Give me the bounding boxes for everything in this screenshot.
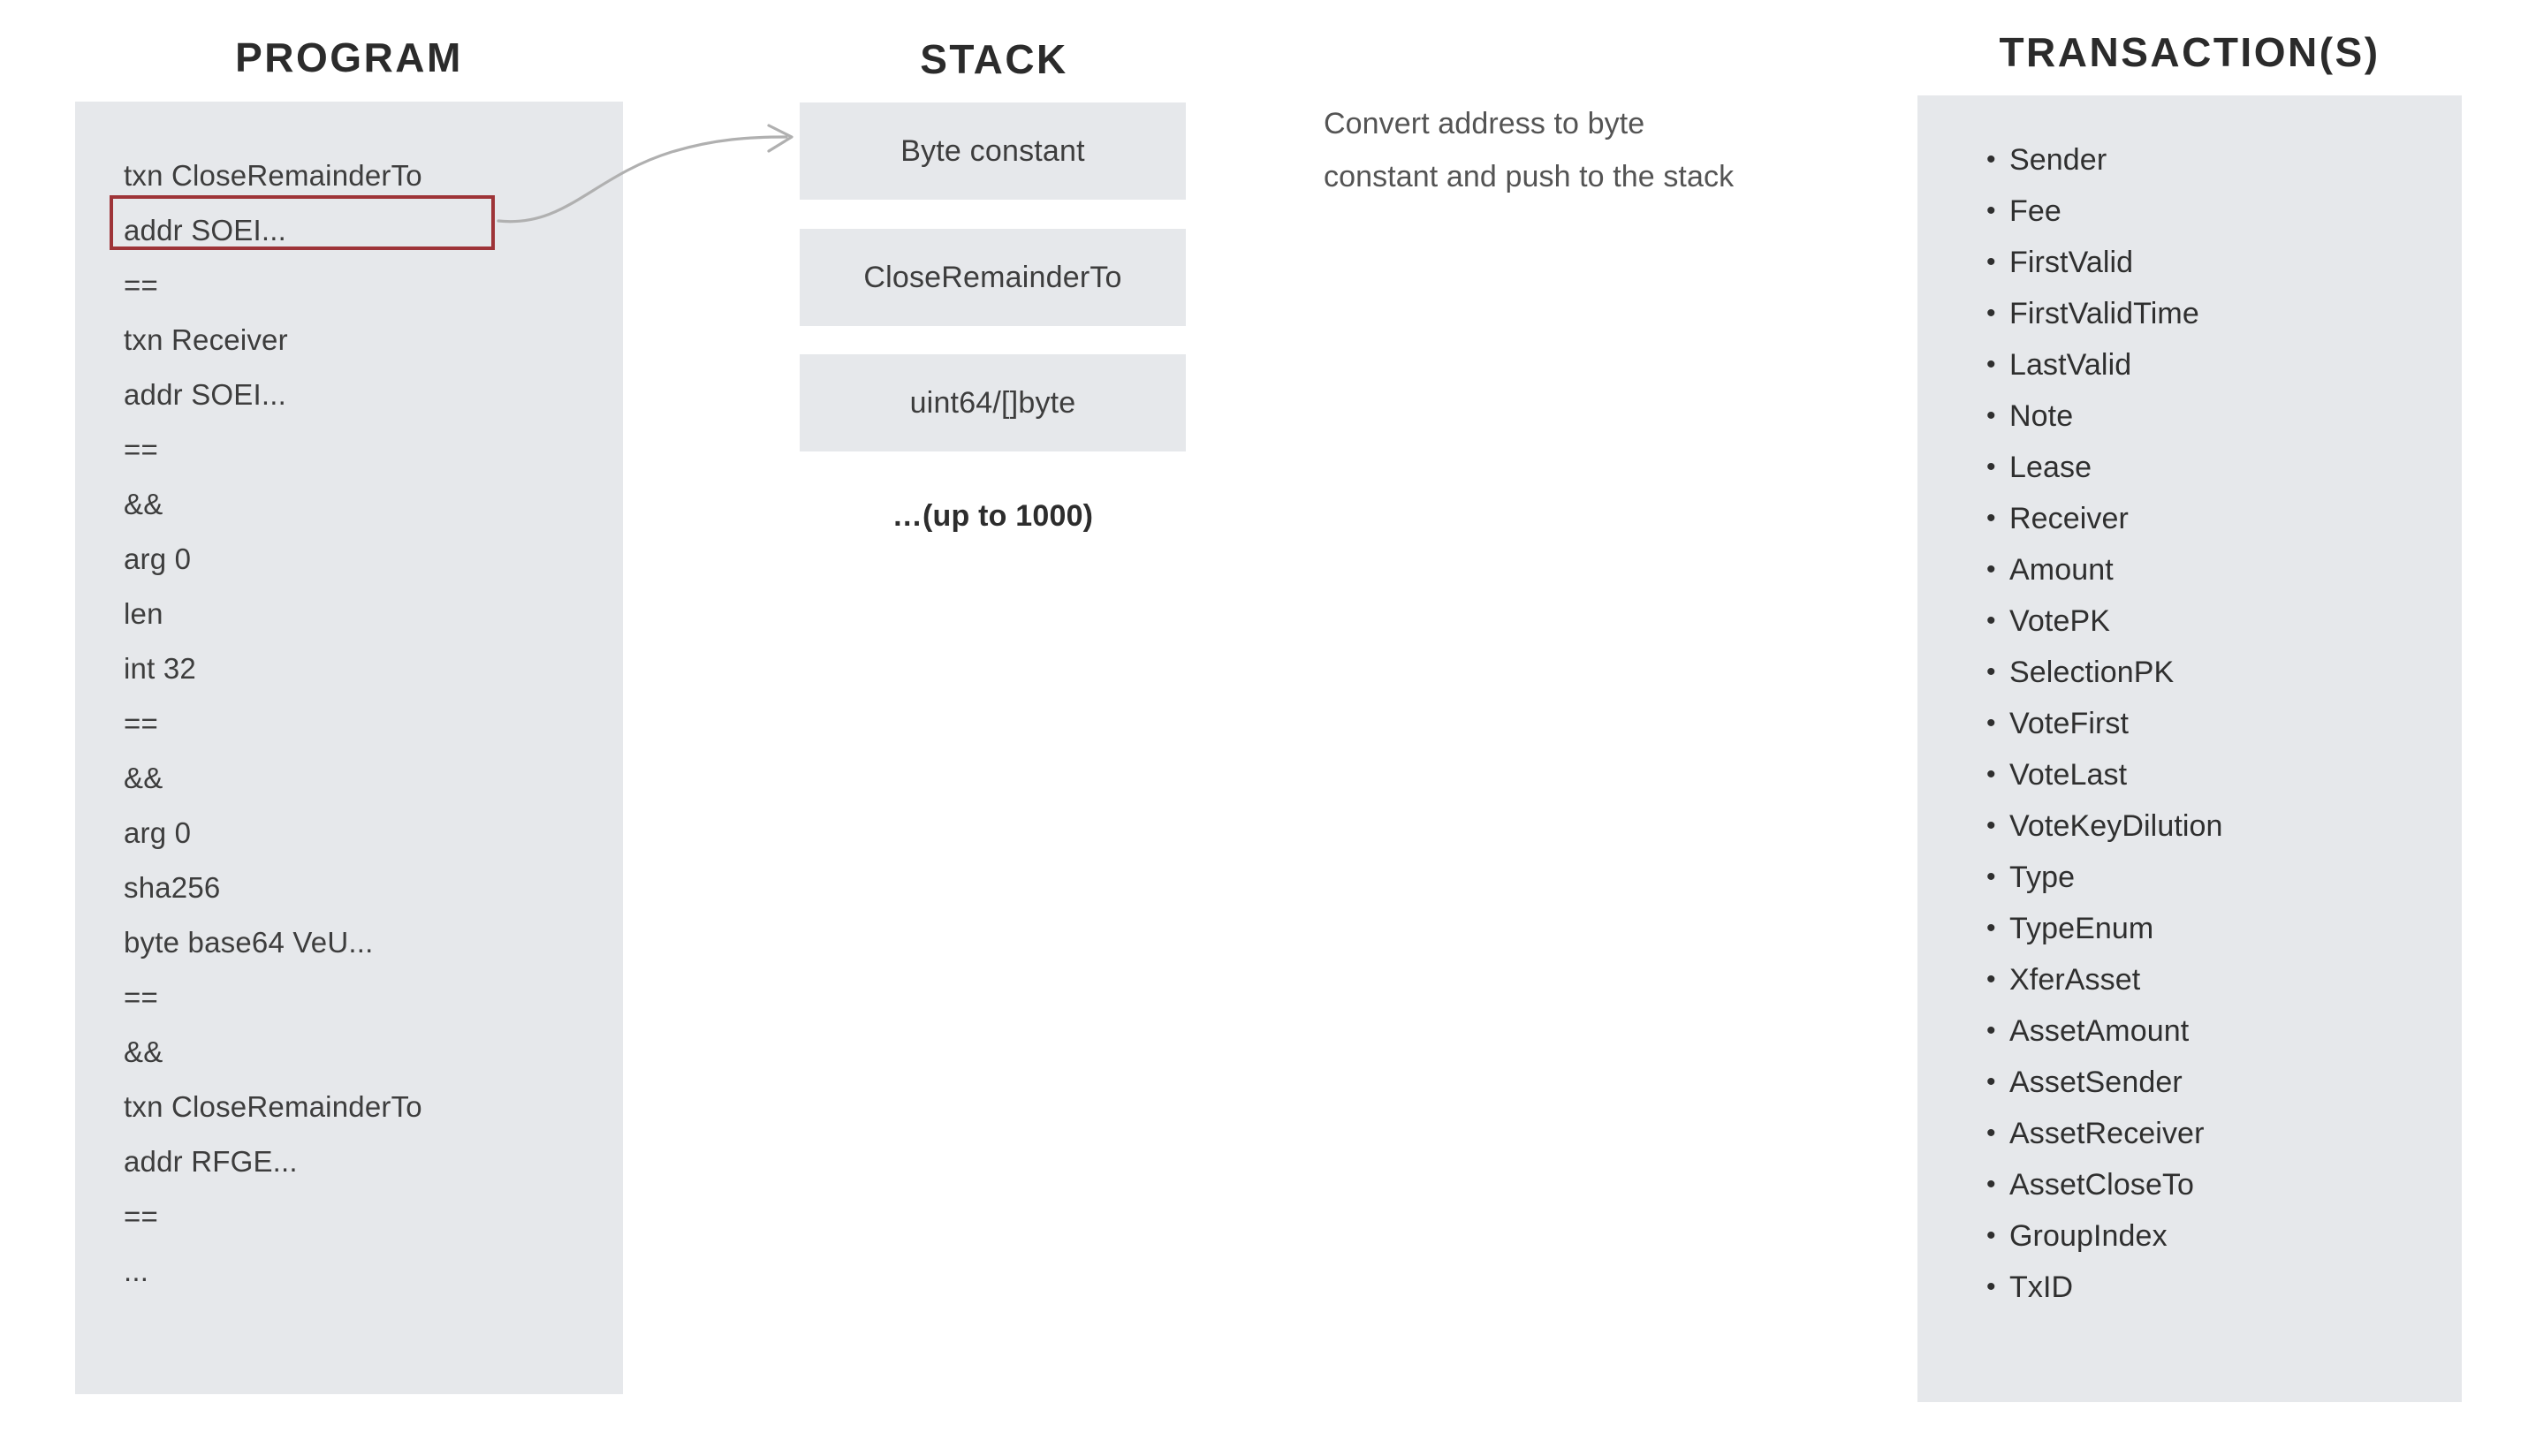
transaction-field: AssetAmount	[1986, 1005, 2446, 1057]
program-line: ==	[124, 269, 158, 301]
transaction-field: Lease	[1986, 442, 2446, 493]
program-line: int 32	[124, 652, 196, 685]
program-instruction-list: txn CloseRemainderTo addr SOEI... == txn…	[124, 148, 619, 1299]
program-line: ==	[124, 433, 158, 466]
stack-item: CloseRemainderTo	[800, 229, 1186, 326]
program-line: byte base64 VeU...	[124, 926, 374, 959]
transaction-field: XferAsset	[1986, 954, 2446, 1005]
transaction-field: VoteFirst	[1986, 698, 2446, 749]
program-line: arg 0	[124, 542, 192, 575]
stack-item-label: Byte constant	[900, 133, 1085, 168]
program-line-highlighted[interactable]: addr SOEI...	[124, 214, 286, 246]
program-line: txn Receiver	[124, 323, 288, 356]
stack-column-heading: STACK	[920, 36, 1068, 82]
transaction-field: VoteLast	[1986, 749, 2446, 800]
transaction-field: Amount	[1986, 544, 2446, 595]
transaction-field: VoteKeyDilution	[1986, 800, 2446, 852]
program-line: txn CloseRemainderTo	[124, 1090, 422, 1123]
transaction-field: Sender	[1986, 134, 2446, 186]
program-line: txn CloseRemainderTo	[124, 159, 422, 192]
transaction-field: TxID	[1986, 1262, 2446, 1313]
transaction-field: FirstValidTime	[1986, 288, 2446, 339]
transaction-field: SelectionPK	[1986, 647, 2446, 698]
program-line: &&	[124, 1035, 163, 1068]
program-line: &&	[124, 488, 163, 520]
program-highlight-box	[110, 195, 495, 250]
annotation-note-line-1: Convert address to byte	[1324, 107, 1645, 140]
transaction-field: FirstValid	[1986, 237, 2446, 288]
program-line: addr SOEI...	[124, 378, 286, 411]
program-panel	[75, 102, 623, 1394]
program-line: sha256	[124, 871, 221, 904]
transactions-column-heading: TRANSACTION(S)	[1999, 29, 2380, 75]
stack-item-label: CloseRemainderTo	[863, 260, 1122, 294]
stack-item: Byte constant	[800, 102, 1186, 200]
program-line: arg 0	[124, 816, 192, 849]
program-column-heading: PROGRAM	[235, 34, 463, 80]
stack-item-label: uint64/[]byte	[909, 385, 1076, 420]
transaction-field: VotePK	[1986, 595, 2446, 647]
program-line: ==	[124, 1200, 158, 1232]
transaction-field-list: Sender Fee FirstValid FirstValidTime Las…	[1986, 134, 2446, 1313]
stack-item: uint64/[]byte	[800, 354, 1186, 451]
transaction-field: GroupIndex	[1986, 1210, 2446, 1262]
program-line: addr RFGE...	[124, 1145, 298, 1178]
transaction-field: AssetCloseTo	[1986, 1159, 2446, 1210]
program-line: &&	[124, 762, 163, 794]
transaction-field: Note	[1986, 391, 2446, 442]
program-line: len	[124, 597, 163, 630]
program-line: ==	[124, 981, 158, 1013]
transaction-field: LastValid	[1986, 339, 2446, 391]
transaction-field: Receiver	[1986, 493, 2446, 544]
transaction-field: AssetSender	[1986, 1057, 2446, 1108]
transaction-field: TypeEnum	[1986, 903, 2446, 954]
transaction-field: Type	[1986, 852, 2446, 903]
program-line-ellipsis: ...	[124, 1255, 149, 1287]
program-line: ==	[124, 707, 158, 739]
annotation-note: Convert address to byte constant and pus…	[1324, 97, 1836, 203]
stack-capacity-note: …(up to 1000)	[892, 499, 1094, 533]
transaction-field: Fee	[1986, 186, 2446, 237]
transaction-field: AssetReceiver	[1986, 1108, 2446, 1159]
annotation-note-line-2: constant and push to the stack	[1324, 160, 1735, 193]
